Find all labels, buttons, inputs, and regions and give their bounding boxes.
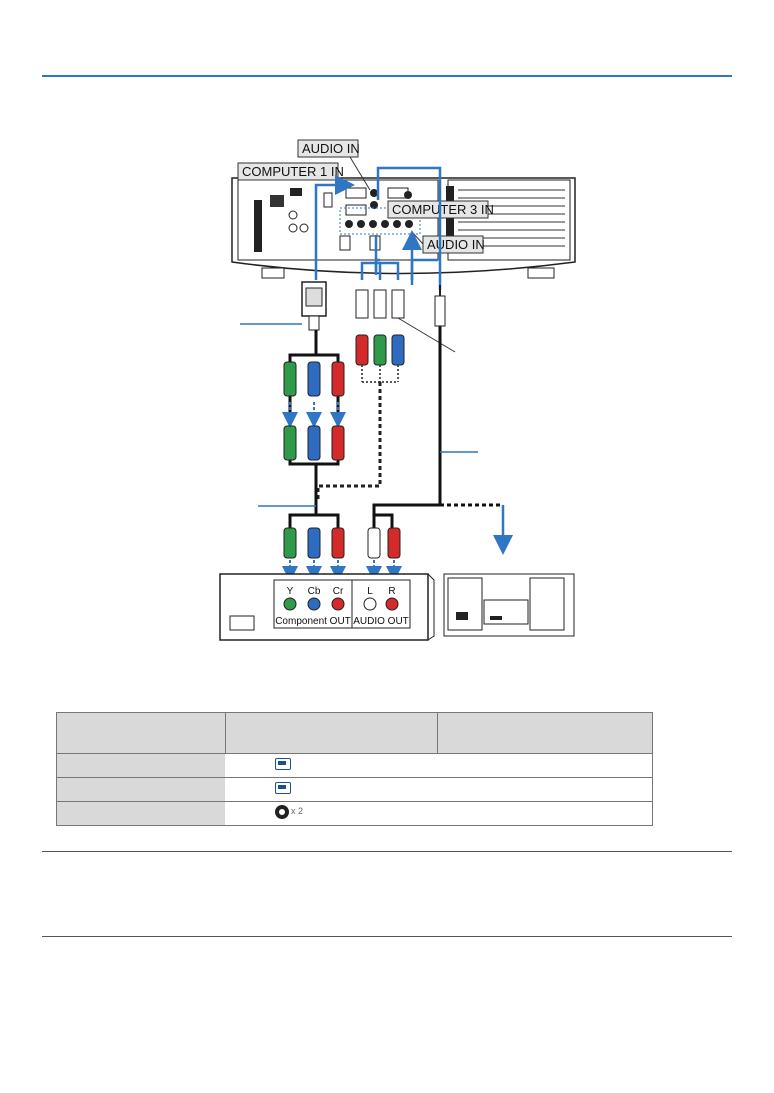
table-header-row [56,712,653,754]
audio-mini-plug [434,285,446,327]
header-cell [436,712,653,754]
header-cell [56,712,226,754]
computer3-in-text: COMPUTER 3 IN [392,202,494,217]
bnc-rca-plugs [316,334,405,502]
label-computer1-in: COMPUTER 1 IN [237,162,344,181]
label-audio-in-top: AUDIO IN [297,139,371,191]
audio-in-top-text: AUDIO IN [302,141,360,156]
dsub-port-icon [275,758,291,770]
header-rule [42,75,732,77]
header-cell [224,712,438,754]
l-label: L [367,586,373,597]
table-row [56,777,653,802]
table-cell: x 2 [225,801,437,826]
table-row: x 2 [56,801,653,826]
label-computer3-in: COMPUTER 3 IN [387,200,494,219]
dsub-connector [240,281,327,331]
component-out-label: Component OUT [275,616,351,627]
blue-signal-paths [314,166,442,290]
audio-out-label: AUDIO OUT [353,616,409,627]
label-audio-in-right: AUDIO IN [411,231,485,254]
table-cell [225,753,437,778]
table-row [56,753,653,778]
note-rule-top [42,851,732,852]
computer1-in-text: COMPUTER 1 IN [242,164,344,179]
component-cable [258,330,346,582]
projector [231,177,576,279]
cb-label: Cb [308,586,321,597]
av-device: Y Cb Cr Component OUT L R AUDIO OUT [219,573,435,641]
dsub-port-icon [275,782,291,794]
bnc-connectors [355,289,456,353]
table-cell [437,753,653,778]
table-cell [225,777,437,802]
connection-table: x 2 [56,712,653,826]
rca-port-icon [275,805,289,819]
connection-diagram: AUDIO IN COMPUTER 1 IN COMPUTER 3 IN AUD… [219,139,576,641]
table-cell [56,753,225,778]
r-label: R [388,586,395,597]
audio-in-right-text: AUDIO IN [427,237,485,252]
table-cell [437,777,653,802]
quantity-label: x 2 [291,806,304,816]
audio-cable [366,326,513,582]
table-cell [56,801,225,826]
table-cell [437,801,653,826]
y-label: Y [287,586,294,597]
cr-label: Cr [333,586,344,597]
table-cell [56,777,225,802]
note-rule-bottom [42,936,732,937]
speakers [443,573,575,637]
